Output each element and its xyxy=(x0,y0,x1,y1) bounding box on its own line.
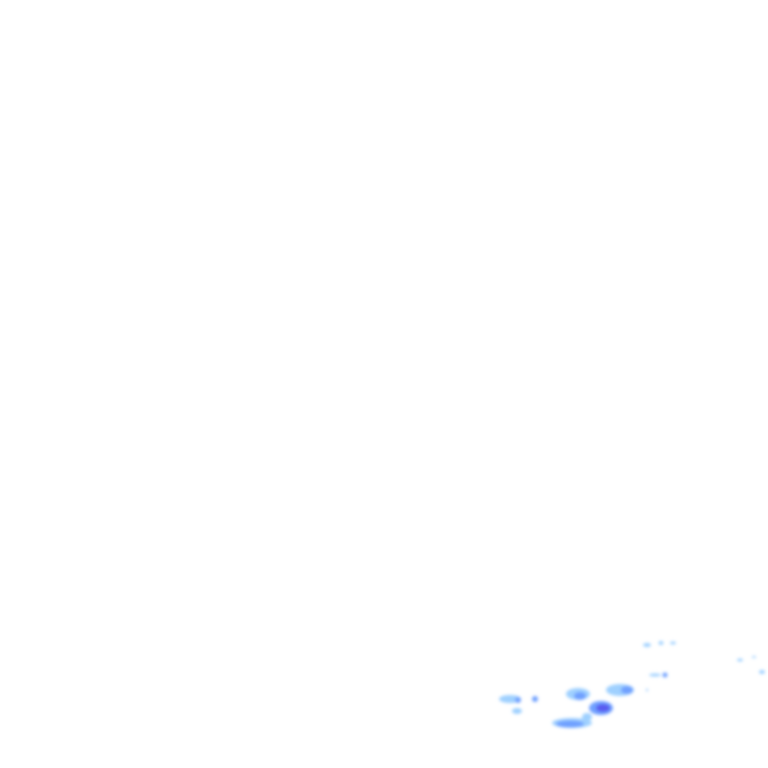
echo-cell xyxy=(512,708,522,714)
echo-cell xyxy=(582,713,592,721)
echo-cell xyxy=(737,658,743,662)
echo-cell xyxy=(670,641,676,645)
echo-cell xyxy=(643,643,651,647)
echo-cell xyxy=(621,686,633,694)
echo-cell xyxy=(649,673,661,677)
echo-cell xyxy=(532,696,538,702)
echo-cell xyxy=(752,656,756,658)
echo-cell xyxy=(596,704,610,712)
precipitation-echoes xyxy=(499,641,765,728)
echo-cell xyxy=(646,688,648,692)
echo-cell xyxy=(662,672,668,678)
echo-cell xyxy=(759,670,765,674)
echo-cell xyxy=(515,697,521,703)
echo-cell xyxy=(574,692,586,700)
echo-cell xyxy=(556,720,584,728)
echo-cell xyxy=(658,641,664,645)
